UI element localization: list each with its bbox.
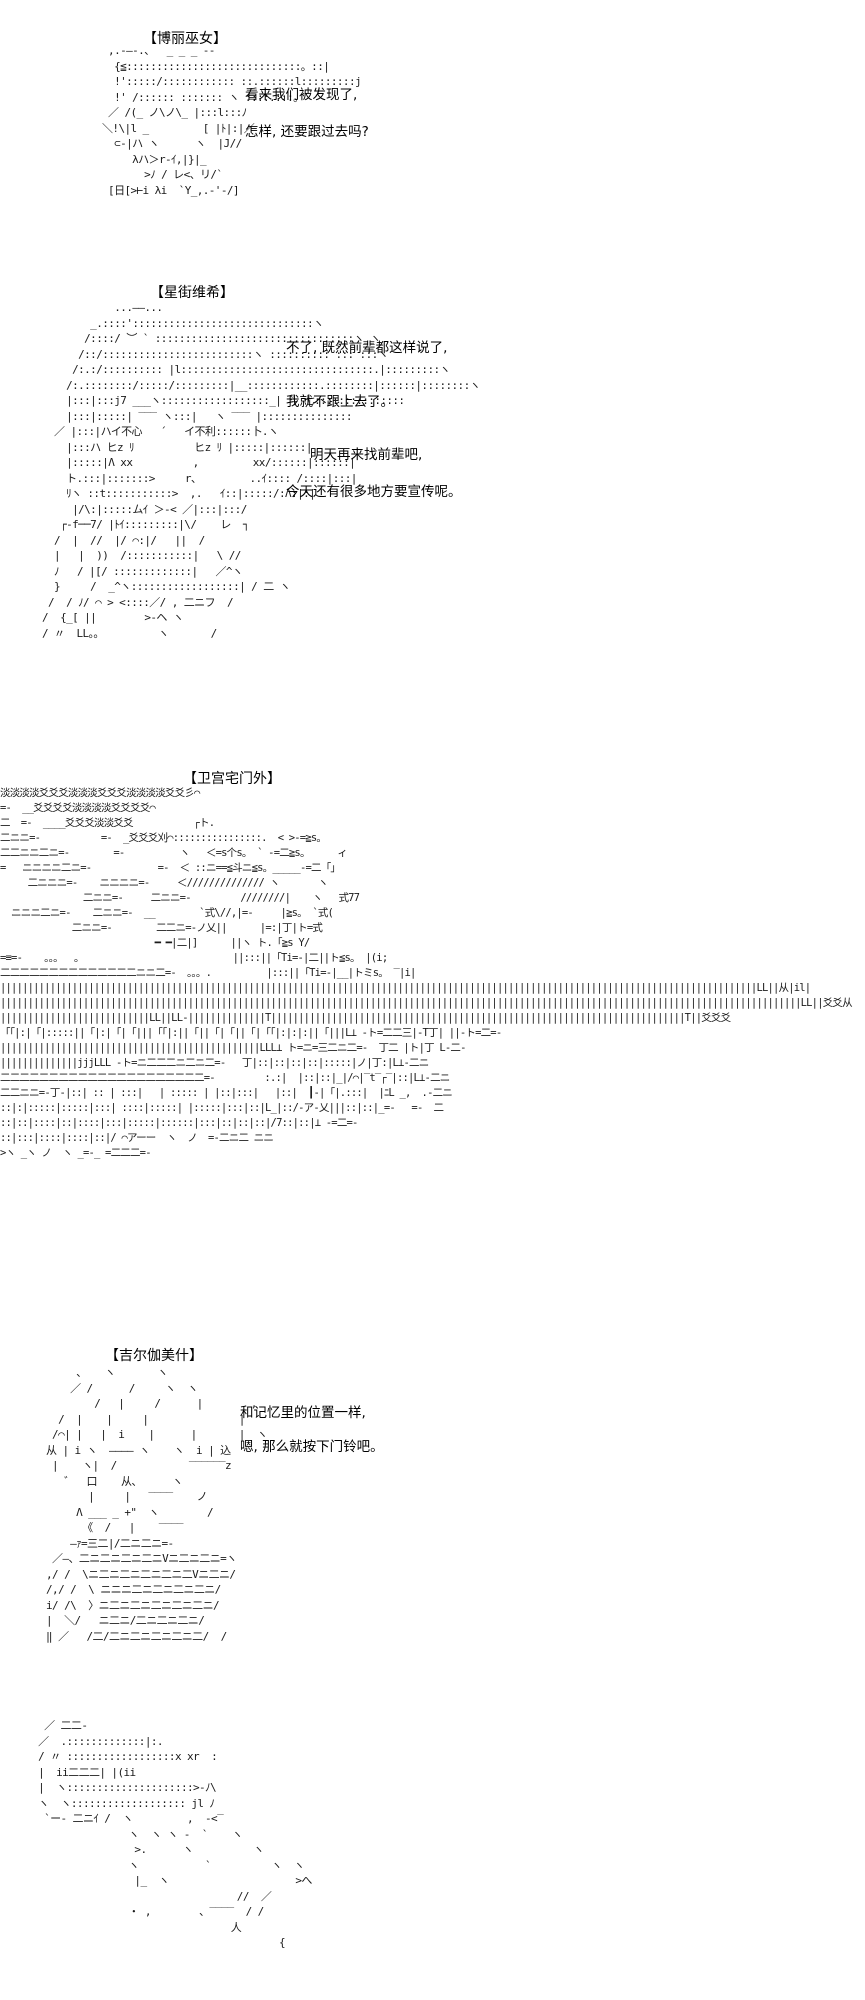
reimu-speaker-label: 【博丽巫女】 xyxy=(143,31,227,47)
emiya-house-ascii-art: 淡淡淡淡爻爻爻淡淡淡爻爻爻淡淡淡淡爻爻彡⌒ =- __爻爻爻爻淡淡淡淡爻爻爻爻⌒… xyxy=(0,787,853,1159)
suisei-dialogue-line-1: 不了, 既然前辈都这样说了, xyxy=(286,340,448,356)
suisei-ascii-art: ...——... _.::::'::::::::::::::::::::::::… xyxy=(42,301,481,640)
doorbell-ascii-art: ／ 二二- ／ .:::::::::::::|:. / 〃 ::::::::::… xyxy=(38,1719,312,1949)
gilgamesh-ascii-art: 、 ヽ ヽ ／ / / ヽ ヽ / | / | , / | | | | /⌒| … xyxy=(46,1366,268,1643)
location-title: 【卫宫宅门外】 xyxy=(183,771,281,787)
suisei-dialogue-line-3: 明天再来找前辈吧, xyxy=(310,447,423,463)
suisei-speaker-label: 【星街维希】 xyxy=(150,285,234,301)
suisei-dialogue-line-2: 我就不跟上去了。 xyxy=(286,394,394,410)
reimu-ascii-art: ,.-—-.、 _ _ _ -- {≦:::::::::::::::::::::… xyxy=(102,44,362,197)
scene-suisei: ...——... _.::::'::::::::::::::::::::::::… xyxy=(0,270,865,700)
suisei-dialogue-line-4: 今天还有很多地方要宣传呢。 xyxy=(286,484,462,500)
gilgamesh-dialogue-line-1: 和记忆里的位置一样, xyxy=(240,1405,366,1421)
gilgamesh-speaker-label: 【吉尔伽美什】 xyxy=(105,1348,203,1364)
scene-reimu: ,.-—-.、 _ _ _ -- {≦:::::::::::::::::::::… xyxy=(0,0,865,240)
gilgamesh-dialogue-line-2: 嗯, 那么就按下门铃吧。 xyxy=(240,1439,384,1455)
scene-gilgamesh: 【吉尔伽美什】 、 ヽ ヽ ／ / / ヽ ヽ / | / | , / | | … xyxy=(0,1335,865,1675)
scene-emiya-house: 【卫宫宅门外】 淡淡淡淡爻爻爻淡淡淡爻爻爻淡淡淡淡爻爻彡⌒ =- __爻爻爻爻淡… xyxy=(0,760,865,1260)
reimu-dialogue-line-2: 怎样, 还要跟过去吗? xyxy=(245,124,369,140)
reimu-dialogue-line-1: 看来我们被发现了, xyxy=(245,87,358,103)
scene-doorbell: ／ 二二- ／ .:::::::::::::|:. / 〃 ::::::::::… xyxy=(0,1710,865,2000)
